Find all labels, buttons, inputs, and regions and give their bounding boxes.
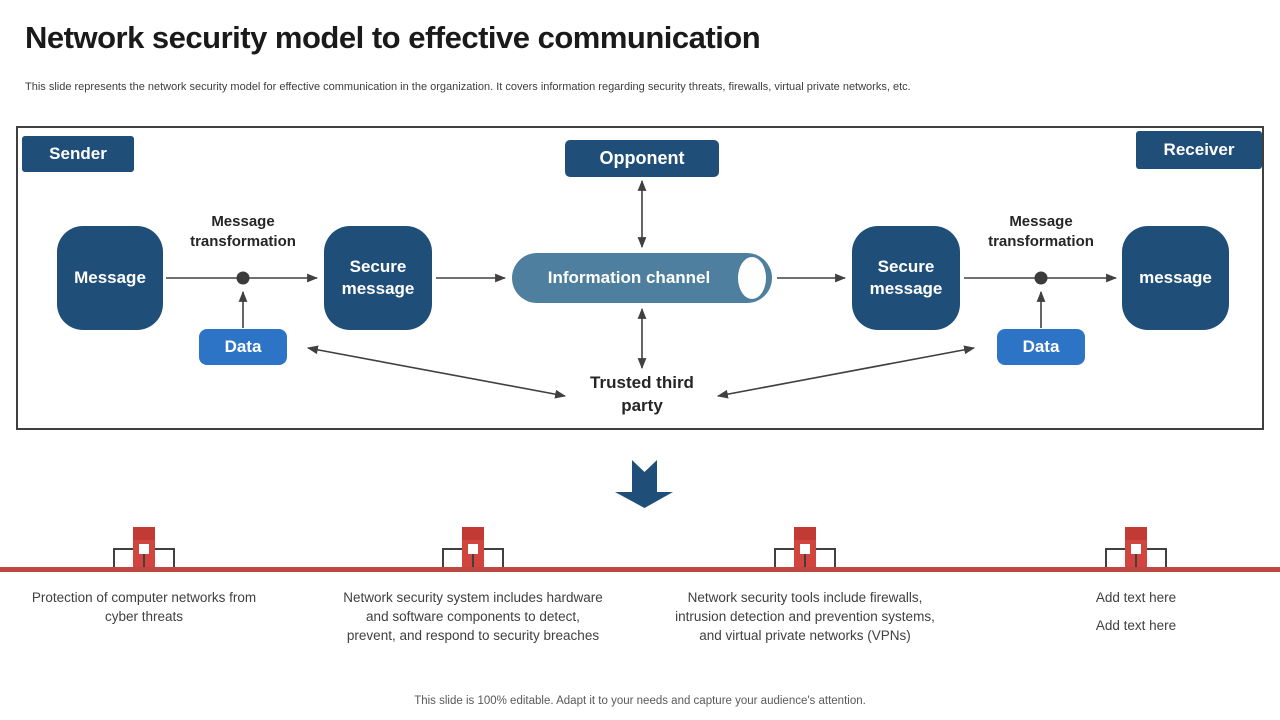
- message-node-left: Message: [57, 226, 163, 330]
- add-text-placeholder: Add text here: [1095, 590, 1177, 605]
- sender-label: Sender: [22, 136, 134, 172]
- cylinder-cap: [738, 257, 766, 299]
- timeline-paragraph: Network security system includes hardwar…: [343, 590, 603, 643]
- marker-hole: [1131, 544, 1141, 554]
- arrow-data-left-trusted: [306, 345, 567, 399]
- add-text-placeholder: Add text here: [1095, 618, 1177, 633]
- information-channel-node: Information channel: [512, 253, 772, 303]
- slide-footer-note: This slide is 100% editable. Adapt it to…: [414, 695, 866, 707]
- marker-hole: [800, 544, 810, 554]
- message-node-right: message: [1122, 226, 1229, 330]
- information-channel-label: Information channel: [547, 268, 711, 287]
- timeline-text-4: Add text here Add text here: [1006, 588, 1266, 644]
- opponent-label: Opponent: [565, 140, 719, 177]
- marker-stem: [472, 553, 474, 567]
- diagram-arrows: [166, 179, 1118, 399]
- marker-stem: [804, 553, 806, 567]
- transformation-dot-right: [1034, 271, 1048, 285]
- receiver-label: Receiver: [1136, 131, 1262, 169]
- marker-stem: [1135, 553, 1137, 567]
- marker-stem: [143, 553, 145, 567]
- timeline-paragraph: Network security tools include firewalls…: [675, 590, 935, 643]
- secure-message-node-left: Secure message: [324, 226, 432, 330]
- timeline-text-3: Network security tools include firewalls…: [675, 588, 935, 654]
- down-arrow-icon: [615, 460, 673, 508]
- marker-hole: [468, 544, 478, 554]
- trusted-third-party-label: Trusted third party: [590, 373, 694, 415]
- page-title: Network security model to effective comm…: [25, 20, 761, 55]
- arrow-trusted-data-right: [716, 345, 976, 399]
- marker-hole: [139, 544, 149, 554]
- timeline-text-2: Network security system includes hardwar…: [343, 588, 603, 654]
- message-transformation-label-left: Message transformation: [190, 213, 296, 250]
- timeline-line: [0, 567, 1280, 572]
- slide-description: This slide represents the network securi…: [25, 81, 911, 93]
- secure-message-node-right: Secure message: [852, 226, 960, 330]
- message-transformation-label-right: Message transformation: [988, 213, 1094, 250]
- transformation-dot-left: [236, 271, 250, 285]
- data-node-right: Data: [997, 329, 1085, 365]
- timeline-text-1: Protection of computer networks from cyb…: [14, 588, 274, 635]
- data-node-left: Data: [199, 329, 287, 365]
- timeline-paragraph: Protection of computer networks from cyb…: [31, 590, 257, 624]
- network-security-diagram: Sender Opponent Receiver Message Message…: [16, 126, 1264, 430]
